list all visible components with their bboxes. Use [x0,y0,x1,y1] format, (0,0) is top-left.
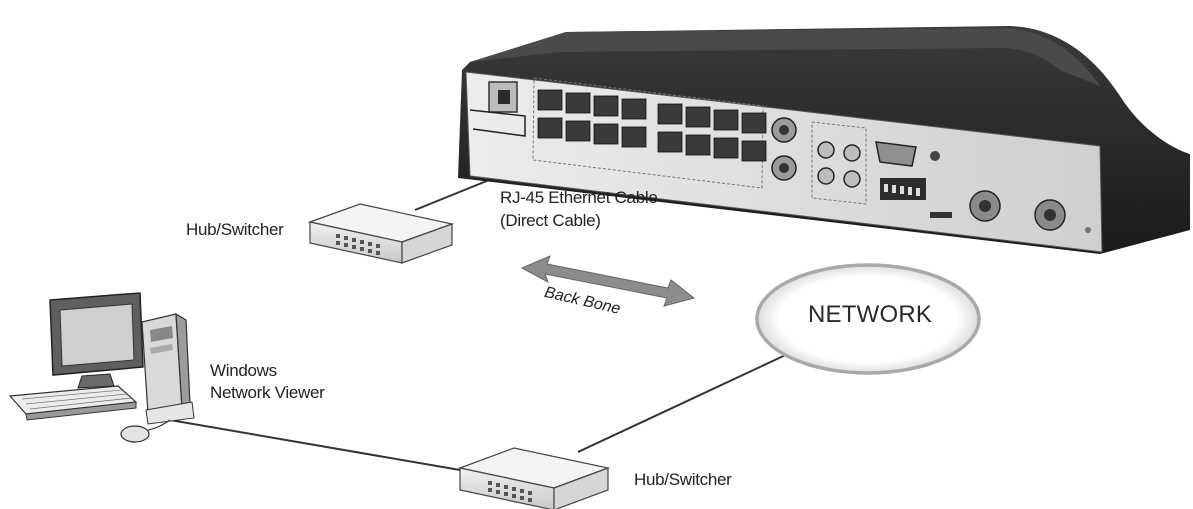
cable-pc-to-hub-bottom [169,419,461,471]
label-cable-line1: RJ-45 Ethernet Cable [500,188,658,207]
label-cable-line2: (Direct Cable) [500,211,601,230]
double-arrow-icon [520,255,696,307]
dvr-device-icon [458,26,1190,254]
hub-switch-icon [307,203,455,264]
hub-switch-icon [457,447,611,509]
coax-connectors [771,117,797,181]
rj45-ports-right [657,103,767,162]
label-hub-top: Hub/Switcher [186,220,284,239]
computer-icon [8,292,195,443]
rca-jacks [817,141,861,188]
label-viewer-line2: Network Viewer [210,383,325,402]
label-viewer-line1: Windows [210,361,277,380]
label-network: NETWORK [808,301,933,328]
label-hub-bottom: Hub/Switcher [634,470,732,489]
network-cloud-icon [755,263,981,375]
rj45-ports-left [537,89,647,148]
cable-hub-bottom-to-network [577,351,793,453]
